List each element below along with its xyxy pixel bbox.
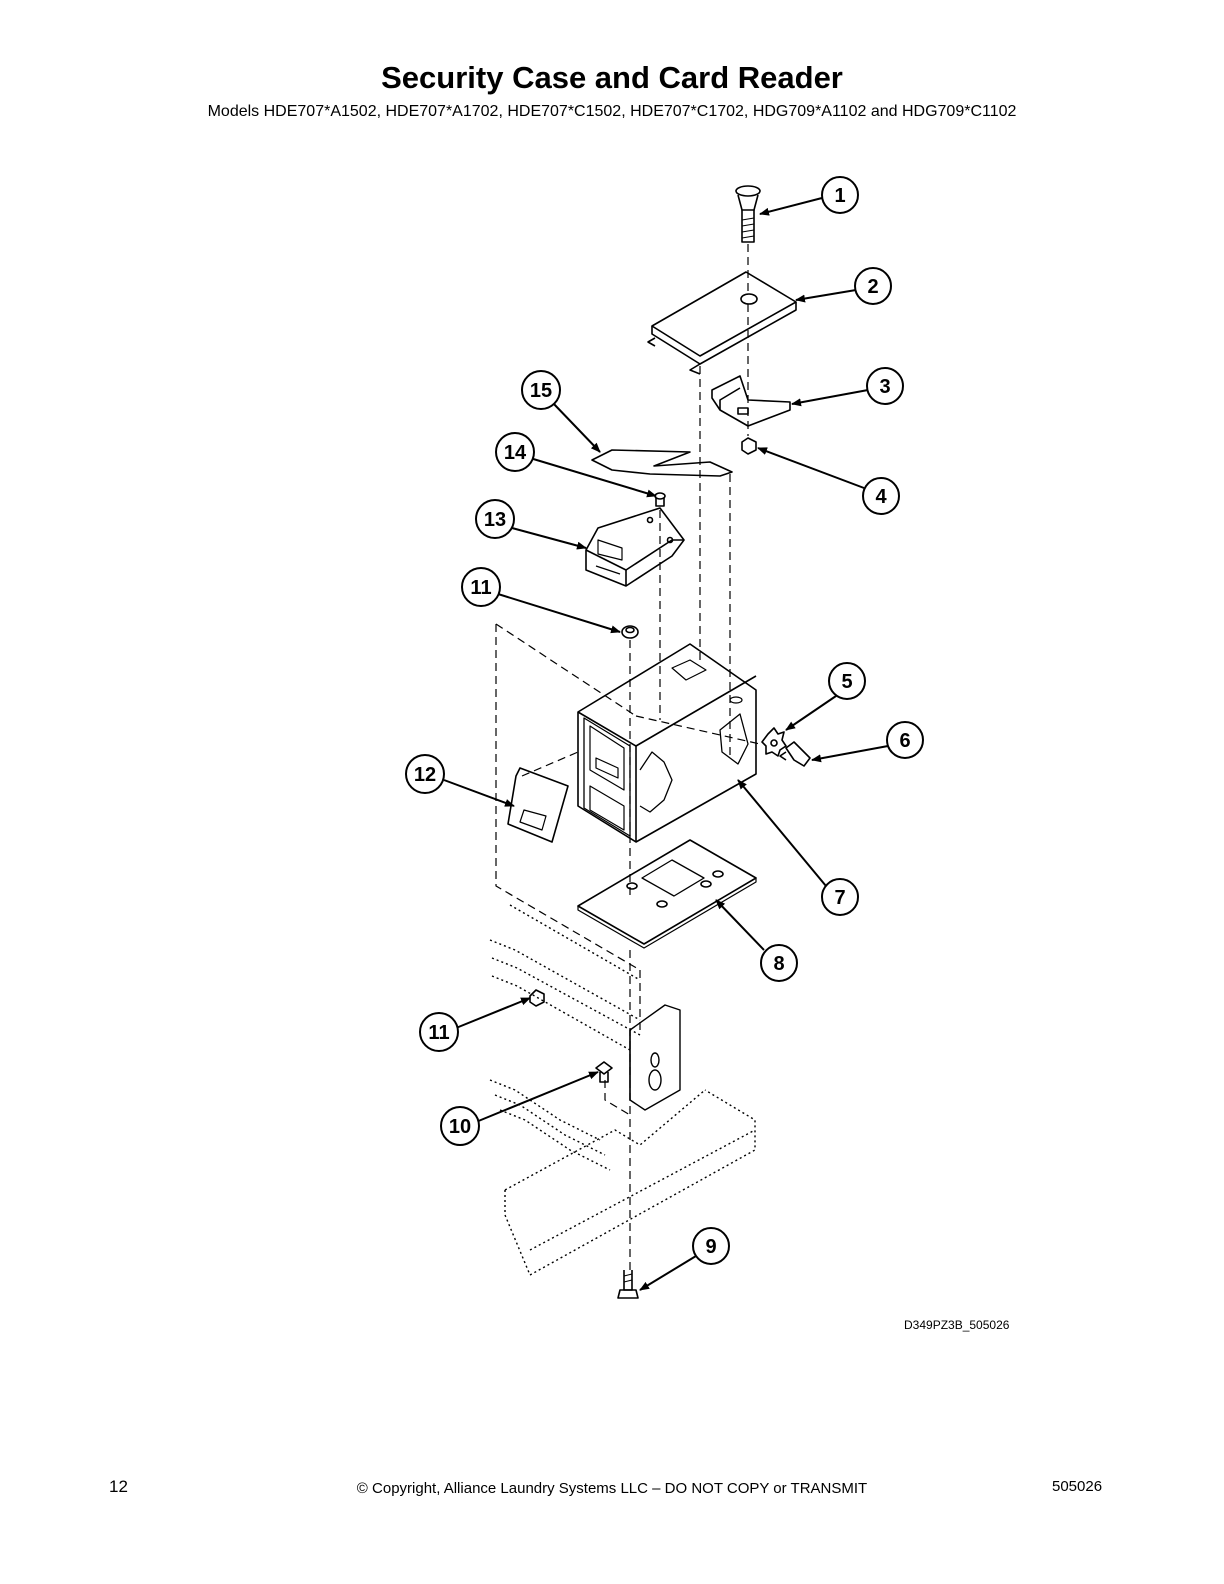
callout-9: 9	[692, 1227, 730, 1265]
callout-label: 2	[867, 276, 878, 298]
part-2-cover-plate	[647, 271, 797, 375]
part-7-security-case	[577, 643, 757, 843]
callout-label: 4	[875, 486, 887, 508]
callout-3: 3	[866, 367, 904, 405]
page-number: 12	[109, 1477, 128, 1496]
callout-label: 10	[449, 1116, 471, 1138]
part-3-bracket	[711, 375, 791, 427]
part-10-screw	[595, 1061, 613, 1083]
callout-label: 13	[484, 509, 506, 531]
callout-label: 14	[504, 442, 527, 464]
callout-7: 7	[821, 878, 859, 916]
leader-lines	[443, 197, 889, 1291]
part-12-label	[507, 767, 569, 843]
drawing-code: D349PZ3B_505026	[904, 1318, 1010, 1332]
assembly-lines	[495, 244, 761, 1270]
part-8-gasket	[577, 839, 757, 949]
base-frame	[489, 904, 756, 1276]
callout-15: 15	[521, 370, 561, 410]
callout-6: 6	[886, 721, 924, 759]
part-4-nut	[741, 437, 757, 455]
callout-11-lower: 11	[419, 1012, 459, 1052]
callout-1: 1	[821, 176, 859, 214]
callout-12: 12	[405, 754, 445, 794]
callout-label: 6	[899, 730, 910, 752]
models-subtitle: Models HDE707*A1502, HDE707*A1702, HDE70…	[207, 103, 1017, 120]
part-14-screw	[654, 492, 666, 507]
callout-5: 5	[828, 662, 866, 700]
part-9-bolt	[617, 1270, 639, 1299]
callout-label: 5	[841, 671, 852, 693]
callout-14: 14	[495, 432, 535, 472]
callout-8: 8	[760, 944, 798, 982]
callout-label: 15	[530, 380, 552, 402]
part-6-screw	[779, 741, 811, 767]
document-number: 505026	[1052, 1478, 1103, 1495]
callout-label: 1	[834, 185, 845, 207]
part-1-bolt	[735, 185, 761, 243]
callout-13: 13	[475, 499, 515, 539]
callout-label: 9	[705, 1236, 716, 1258]
part-5-star-washer	[761, 727, 787, 757]
callout-2: 2	[854, 267, 892, 305]
callout-label: 11	[470, 577, 491, 599]
page-title: Security Case and Card Reader	[381, 60, 843, 95]
part-13-card-reader	[585, 507, 685, 587]
callout-label: 12	[414, 764, 436, 786]
callout-10: 10	[440, 1106, 480, 1146]
callout-label: 11	[428, 1022, 449, 1044]
mounting-bracket	[629, 1004, 681, 1111]
callout-label: 8	[773, 953, 784, 975]
callout-4: 4	[862, 477, 900, 515]
callout-label: 3	[879, 376, 890, 398]
callout-label: 7	[834, 887, 845, 909]
callout-11-upper: 11	[461, 567, 501, 607]
part-11-nut-upper	[621, 625, 639, 639]
part-15-card-guide	[591, 449, 733, 477]
copyright-notice: © Copyright, Alliance Laundry Systems LL…	[356, 1480, 868, 1497]
